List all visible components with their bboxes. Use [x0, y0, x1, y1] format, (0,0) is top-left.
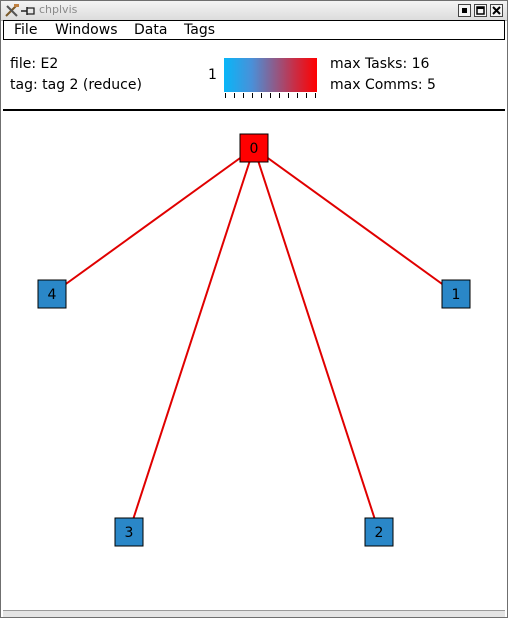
divider: [3, 109, 505, 111]
menu-data[interactable]: Data: [134, 22, 168, 38]
node-3[interactable]: 3: [114, 517, 144, 547]
node-2[interactable]: 2: [364, 517, 394, 547]
max-tasks-label: max Tasks: 16: [330, 56, 430, 72]
menu-tags[interactable]: Tags: [184, 22, 215, 38]
menu-windows[interactable]: Windows: [55, 22, 118, 38]
close-button[interactable]: [490, 4, 503, 17]
node-box[interactable]: [37, 279, 67, 309]
file-label: file: E2: [10, 56, 59, 72]
edge-0-3: [128, 147, 255, 533]
window-title: chplvis: [39, 3, 78, 16]
nodes-layer: 0 1 2 3 4: [37, 133, 471, 547]
node-4[interactable]: 4: [37, 279, 67, 309]
legend-ticks: [225, 93, 316, 98]
node-0[interactable]: 0: [239, 133, 269, 163]
title-bar[interactable]: chplvis: [1, 1, 507, 21]
minimize-icon: [462, 8, 467, 13]
node-label: 4: [48, 287, 57, 303]
edge-0-1: [253, 147, 457, 295]
menu-bar: File Windows Data Tags: [3, 20, 505, 40]
comm-graph: 0 1 2 3 4: [37, 133, 471, 547]
maximize-icon: [476, 6, 485, 15]
node-box[interactable]: [239, 133, 269, 163]
tools-icon: [5, 4, 19, 17]
minimize-button[interactable]: [458, 4, 471, 17]
node-box[interactable]: [441, 279, 471, 309]
edges-layer: [51, 147, 457, 533]
node-label: 3: [125, 525, 134, 541]
maximize-button[interactable]: [474, 4, 487, 17]
node-box[interactable]: [364, 517, 394, 547]
max-comms-label: max Comms: 5: [330, 77, 436, 93]
close-icon: [492, 6, 501, 15]
node-label: 0: [250, 141, 259, 157]
pin-icon[interactable]: [20, 3, 36, 18]
node-box[interactable]: [114, 517, 144, 547]
node-label: 2: [375, 525, 384, 541]
edge-0-4: [51, 147, 255, 295]
edge-0-2: [253, 147, 380, 533]
horizontal-scrollbar[interactable]: [3, 610, 505, 617]
legend-min-label: 1: [208, 67, 217, 83]
node-1[interactable]: 1: [441, 279, 471, 309]
node-label: 1: [452, 287, 461, 303]
tag-label: tag: tag 2 (reduce): [10, 77, 142, 93]
menu-file[interactable]: File: [14, 22, 38, 38]
color-legend-gradient: [224, 58, 317, 92]
